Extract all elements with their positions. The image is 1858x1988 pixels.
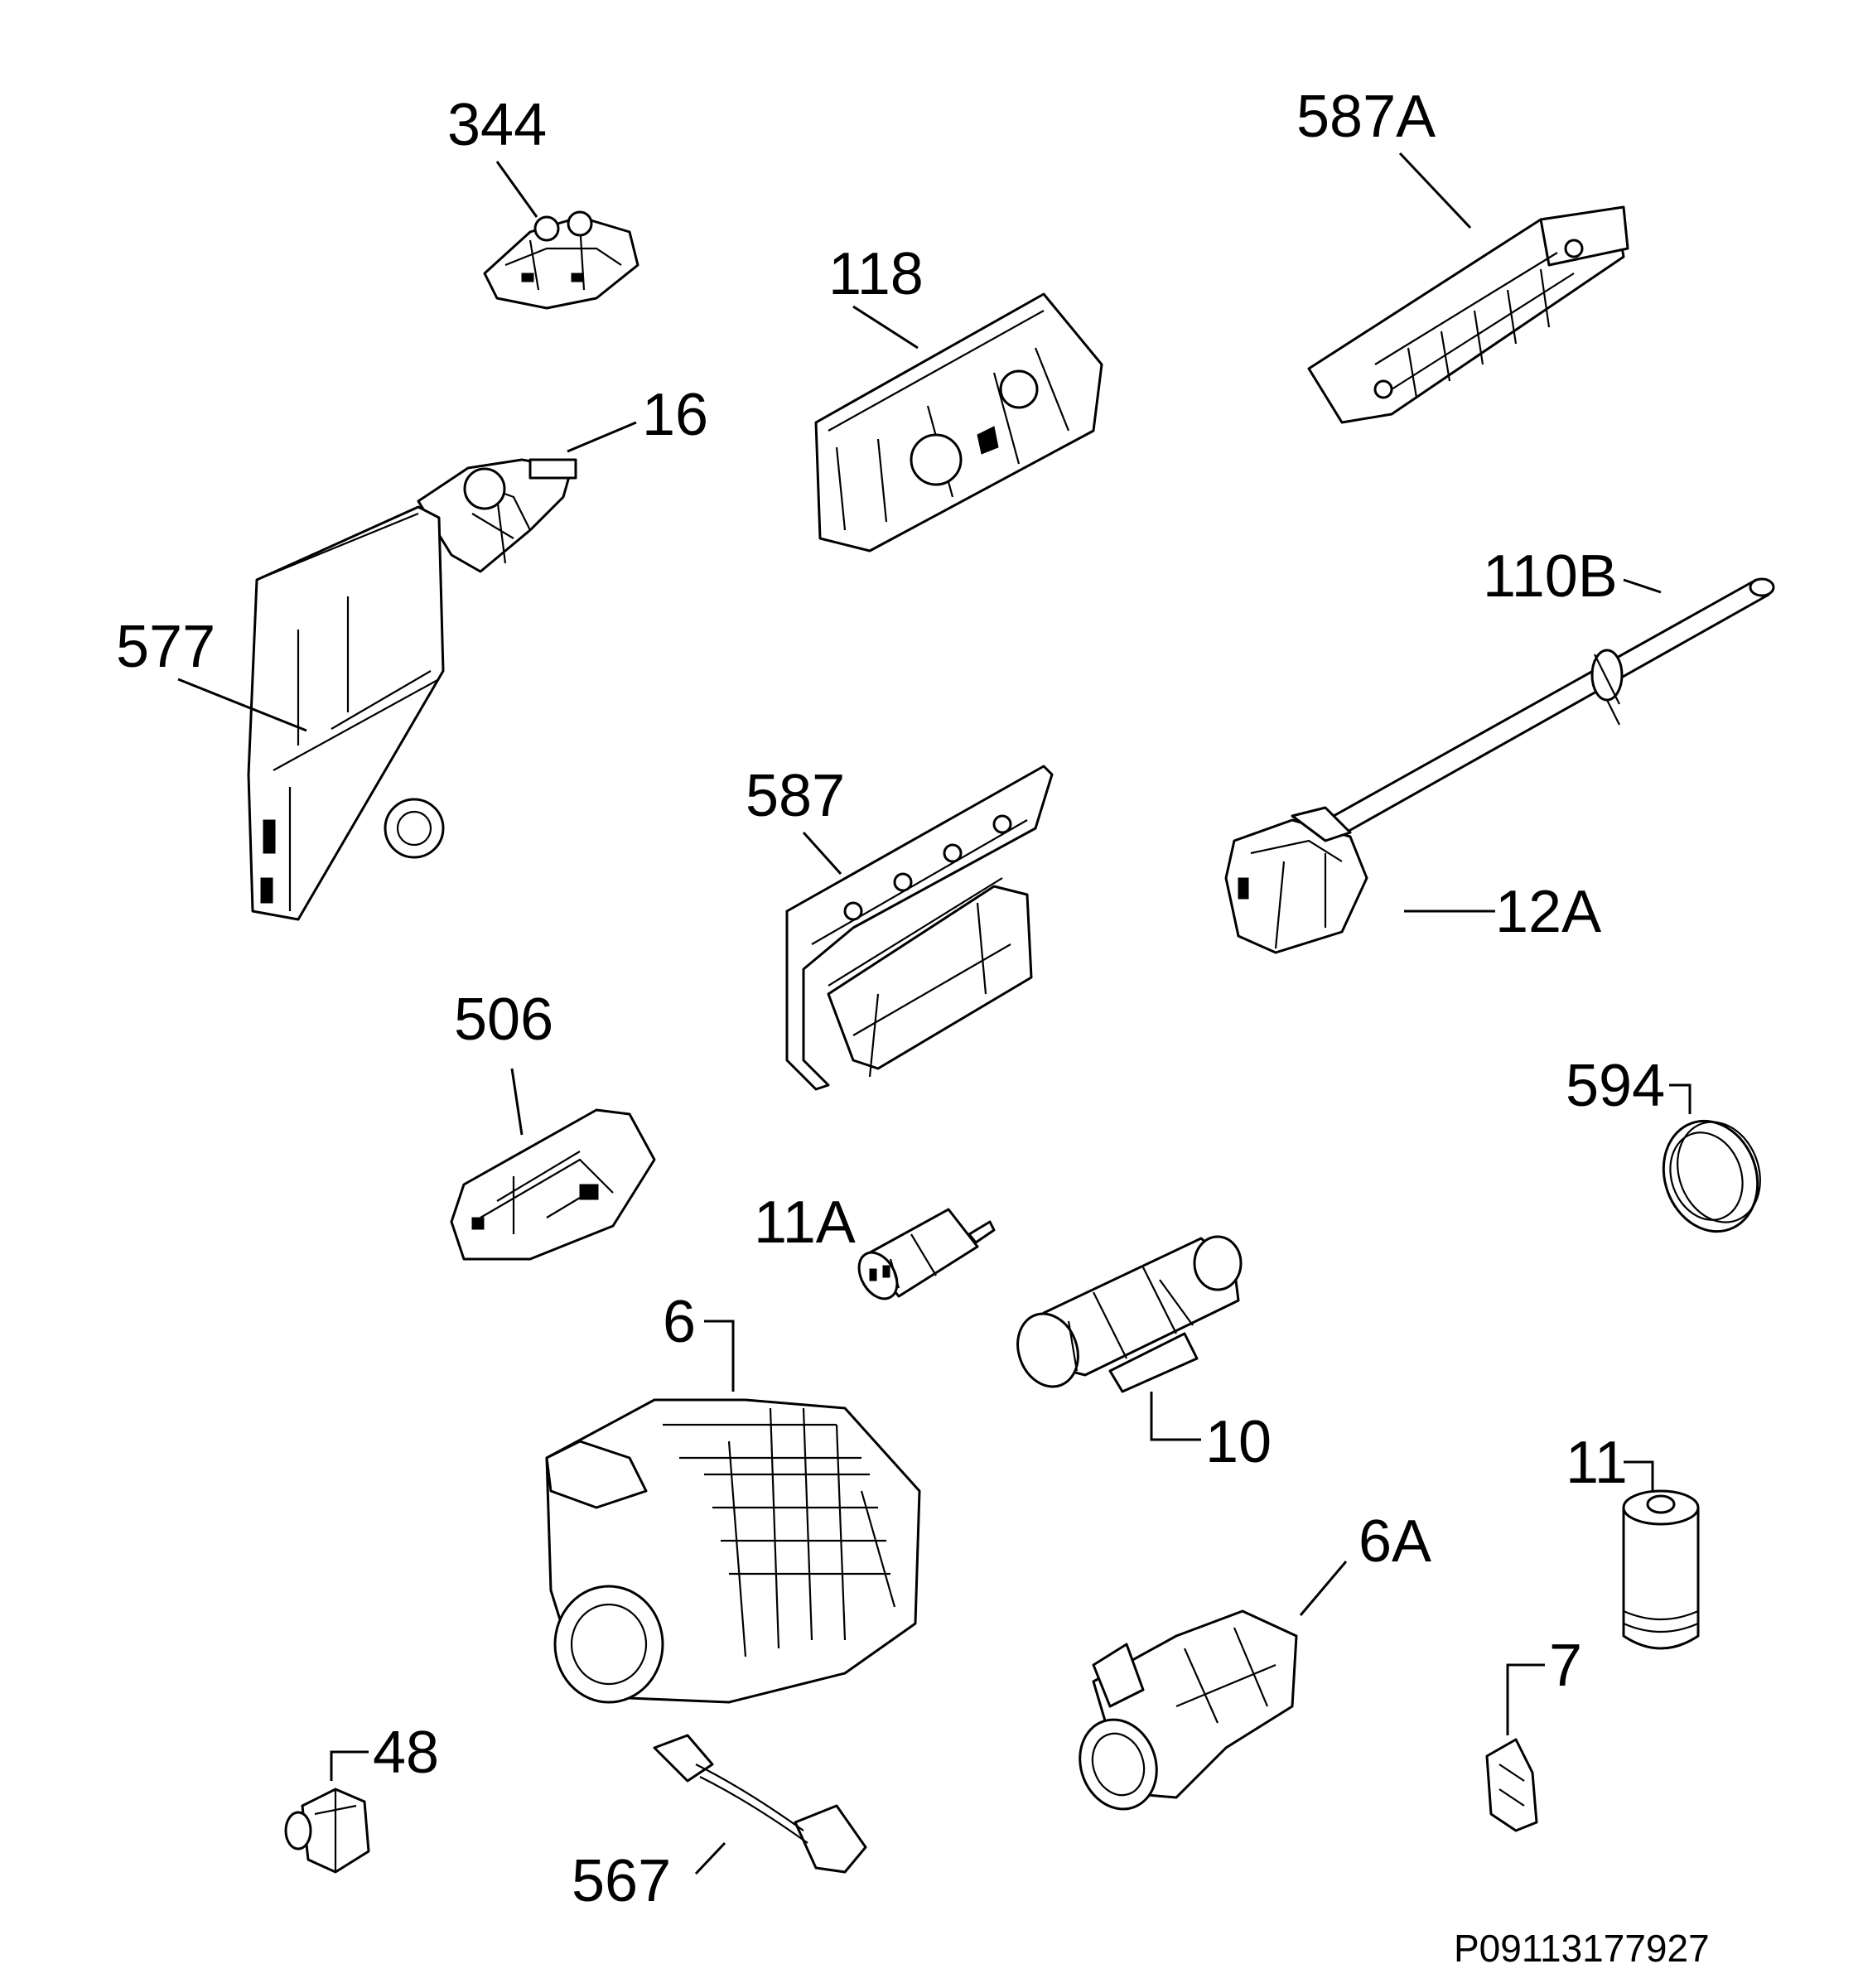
part-11-capacitor[interactable]: 11 <box>1566 1430 1700 1650</box>
label-11: 11 <box>1566 1430 1628 1496</box>
part-344-clip[interactable]: 344 <box>447 92 639 310</box>
label-110B: 110B <box>1483 543 1618 610</box>
document-id: P09113177927 <box>1454 1927 1710 1970</box>
label-12A: 12A <box>1495 879 1601 945</box>
part-594-seal-ring[interactable]: 594 <box>1566 1053 1774 1245</box>
label-11A: 11A <box>754 1189 856 1256</box>
part-506-housing[interactable]: 506 <box>450 987 656 1261</box>
label-16: 16 <box>642 382 708 448</box>
label-6: 6 <box>663 1289 696 1355</box>
label-6A: 6A <box>1359 1508 1431 1575</box>
part-587A-control-board[interactable]: 587A <box>1296 84 1629 424</box>
label-567: 567 <box>572 1848 671 1914</box>
part-6A-drain-pump[interactable]: 6A <box>1068 1508 1431 1820</box>
label-344: 344 <box>447 92 547 158</box>
part-12A-sensor-with-110B-tube[interactable]: 110B 12A <box>1224 543 1775 954</box>
part-118-electronic-module[interactable]: 118 <box>814 241 1103 552</box>
label-48: 48 <box>373 1720 439 1786</box>
label-10: 10 <box>1205 1409 1272 1475</box>
label-7: 7 <box>1549 1633 1582 1699</box>
label-587A: 587A <box>1296 84 1436 150</box>
part-577-power-module[interactable]: 577 <box>116 505 445 921</box>
label-506: 506 <box>454 987 553 1053</box>
label-587: 587 <box>746 763 845 829</box>
label-577: 577 <box>116 614 215 680</box>
part-567-cable-harness[interactable]: 567 <box>572 1734 867 1914</box>
label-594: 594 <box>1566 1053 1665 1119</box>
part-16-switch[interactable]: 16 <box>417 382 708 573</box>
part-10-heater[interactable]: 10 <box>1008 1235 1272 1475</box>
part-7-gasket[interactable]: 7 <box>1485 1633 1582 1832</box>
part-11A-capacitor[interactable]: 11A <box>754 1189 996 1305</box>
label-118: 118 <box>828 241 924 307</box>
part-48-plug[interactable]: 48 <box>284 1720 439 1874</box>
part-587-frame-bracket[interactable]: 587 <box>746 763 1054 1091</box>
part-6-pump-motor[interactable]: 6 <box>545 1289 921 1704</box>
